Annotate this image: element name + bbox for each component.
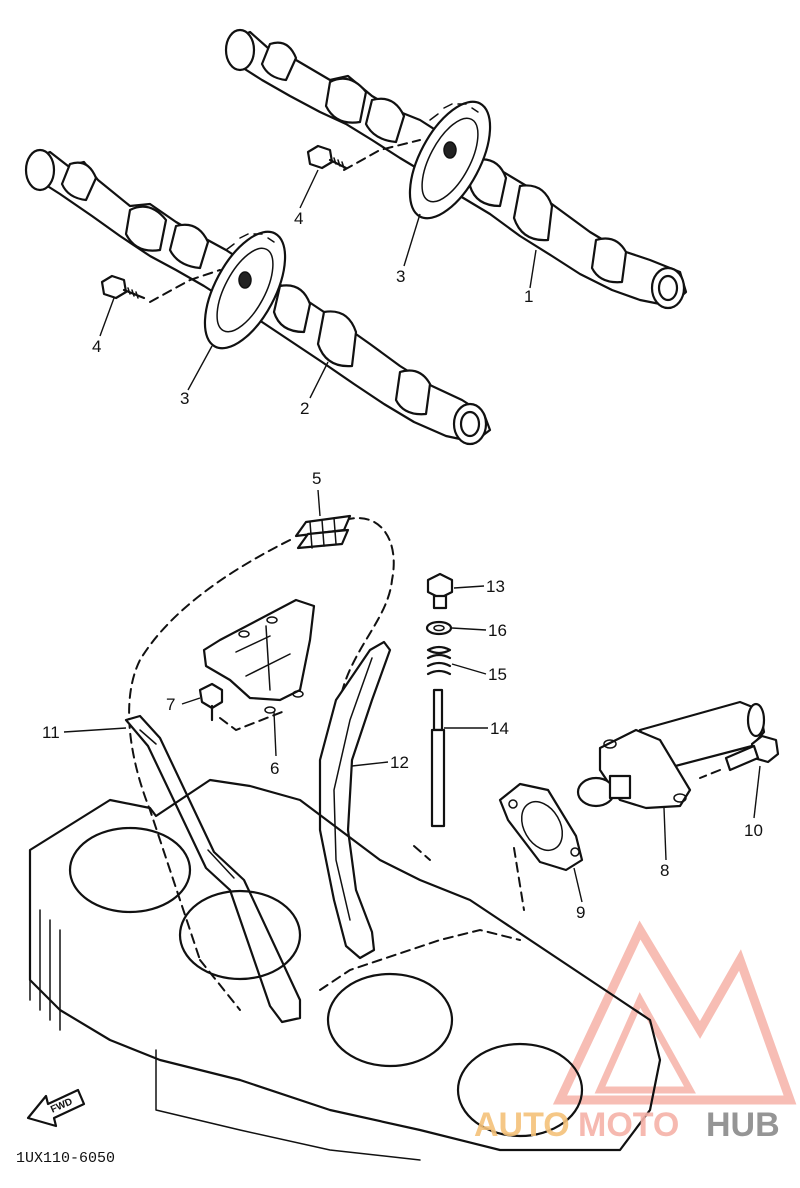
callout-8: 8 bbox=[660, 861, 669, 880]
cam-chain bbox=[128, 514, 395, 1011]
callout-4-upper: 4 bbox=[294, 209, 303, 228]
gasket-washer bbox=[425, 620, 453, 636]
callout-3-lower: 3 bbox=[180, 389, 189, 408]
tensioner-gasket bbox=[498, 782, 584, 872]
callout-1: 1 bbox=[524, 287, 533, 306]
callout-6: 6 bbox=[270, 759, 279, 778]
camshaft-exhaust bbox=[224, 28, 688, 310]
sprocket-bolt-upper bbox=[306, 139, 421, 171]
callout-5: 5 bbox=[312, 469, 321, 488]
watermark-hub: HUB bbox=[706, 1106, 780, 1144]
tensioner-rod bbox=[430, 688, 446, 828]
callout-14: 14 bbox=[490, 719, 509, 738]
cam-chain-guide-front bbox=[318, 640, 392, 960]
sprocket-bolt-lower bbox=[100, 269, 221, 303]
tensioner-cap-bolt bbox=[426, 572, 454, 610]
watermark-text: AUTO MOTO HUB bbox=[474, 1106, 780, 1144]
callout-7: 7 bbox=[166, 695, 175, 714]
callout-15: 15 bbox=[488, 665, 507, 684]
callout-11: 11 bbox=[42, 723, 60, 742]
watermark-moto: MOTO bbox=[578, 1106, 679, 1144]
callout-13: 13 bbox=[486, 577, 505, 596]
callout-16: 16 bbox=[488, 621, 507, 640]
tensioner-bolt bbox=[699, 734, 780, 779]
cam-chain-guide-top bbox=[202, 598, 316, 714]
forward-direction-arrow: FWD bbox=[26, 1088, 86, 1128]
callout-3-upper: 3 bbox=[396, 267, 405, 286]
cam-chain-guide-rear bbox=[124, 714, 302, 1024]
callout-labels: 1 2 3 3 4 4 5 6 7 8 9 10 11 12 13 14 15 … bbox=[42, 169, 763, 922]
watermark-logo bbox=[552, 920, 797, 1105]
callout-12: 12 bbox=[390, 753, 409, 772]
drawing-code: 1UX110-6050 bbox=[16, 1150, 115, 1167]
callout-10: 10 bbox=[744, 821, 763, 840]
callout-9: 9 bbox=[576, 903, 585, 922]
callout-4-lower: 4 bbox=[92, 337, 101, 356]
cylinder-head bbox=[28, 778, 662, 1161]
gasket-leader bbox=[513, 847, 525, 911]
rod-leader bbox=[413, 845, 431, 861]
callout-2: 2 bbox=[300, 399, 309, 418]
cam-chain-tensioner-assembly bbox=[576, 700, 766, 810]
camshaft-intake bbox=[24, 148, 492, 446]
tensioner-spring bbox=[426, 645, 452, 676]
watermark-auto: AUTO bbox=[474, 1106, 570, 1144]
guide-bolt bbox=[198, 682, 283, 732]
